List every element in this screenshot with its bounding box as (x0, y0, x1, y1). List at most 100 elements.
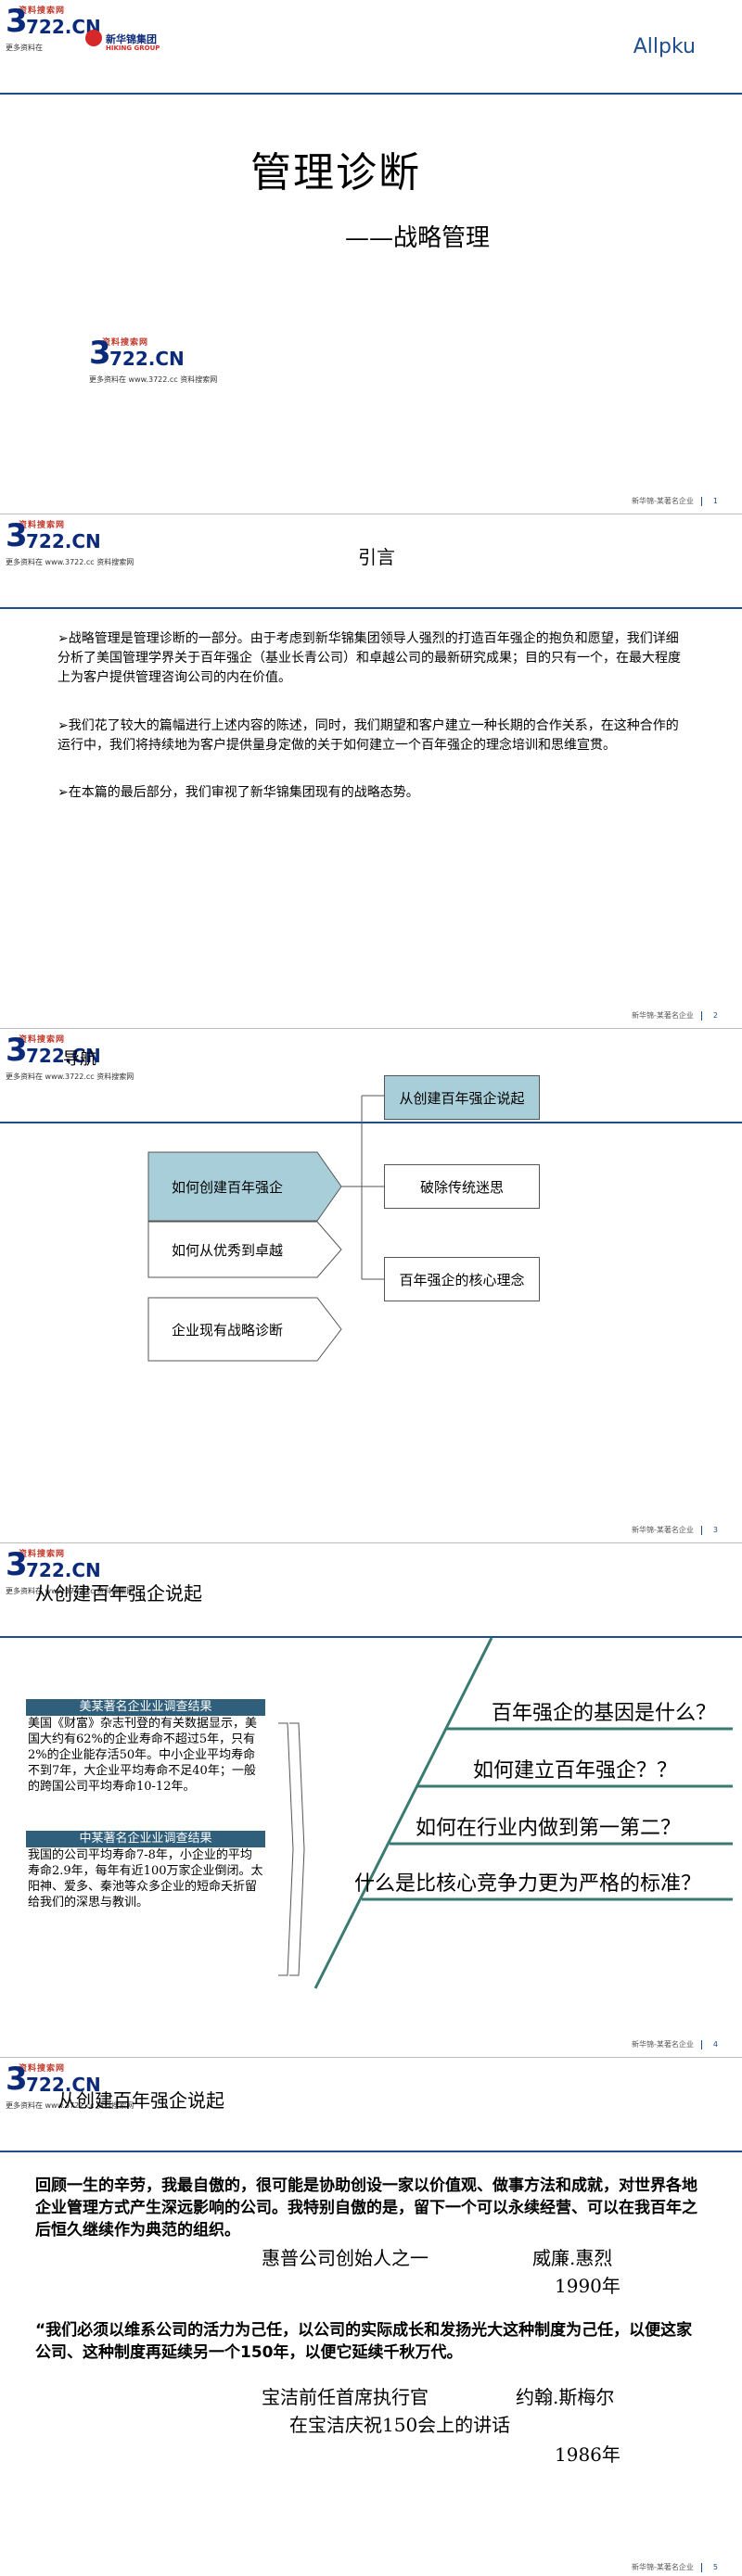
slide-subtitle: ——战略管理 (345, 224, 491, 252)
hiking-group-logo: 新华锦集团 HIKING GROUP (85, 30, 160, 57)
page-number: 5 (712, 2563, 718, 2571)
nav-left-label: 如何从优秀到卓越 (171, 1241, 283, 1259)
logo-digit: 3 (6, 517, 28, 554)
question-diagram (278, 1637, 733, 1989)
signature-year: 1986年 (555, 2443, 620, 2466)
footer-separator (700, 1010, 702, 1021)
slide-footer: 新华锦-某著名企业 5 (632, 2562, 718, 2572)
question-item: 如何建立百年强企？？ (473, 1759, 678, 1783)
nav-arrow-shape (147, 1151, 342, 1222)
nav-right-label: 破除传统迷思 (419, 1178, 504, 1196)
page-number: 3 (712, 1526, 718, 1534)
header-divider (0, 1636, 742, 1638)
survey-cn-text: 我国的公司平均寿命7-8年，小企业的平均寿命2.9年，每年有近100万家企业倒闭… (28, 1848, 263, 1910)
nav-right-item[interactable]: 从创建百年强企说起 (384, 1075, 540, 1120)
signature-name: 约翰.斯梅尔 (516, 2386, 615, 2408)
logo-sub: 更多资料在 www.3722.cc 资料搜索网 (6, 558, 134, 566)
quote-hp: 回顾一生的辛劳，我最自傲的，很可能是协助创设一家以价值观、做事方法和成就，对世界… (35, 2176, 697, 2240)
header-divider (0, 1122, 742, 1123)
slide-footer: 新华锦-某著名企业 1 (632, 496, 718, 506)
logo-sub: 更多资料在 www.3722.cc 资料搜索网 (89, 375, 218, 384)
logo-digit: 3 (6, 2061, 28, 2098)
signature-role: 惠普公司创始人之一 (262, 2247, 429, 2269)
footer-separator (700, 1525, 702, 1535)
bracket-arrow (289, 1722, 305, 1976)
signature-year: 1990年 (555, 2275, 620, 2297)
logo-tag: 资料搜索网 (102, 338, 149, 348)
logo-digit: 3 (6, 1546, 28, 1583)
signature-role: 宝洁前任首席执行官 (262, 2386, 429, 2408)
nav-left-item[interactable]: 如何从优秀到卓越 (148, 1225, 306, 1275)
slide-title: 管理诊断 (250, 149, 421, 197)
question-item: 如何在行业内做到第一第二？ (416, 1817, 682, 1840)
logo-tag: 资料搜索网 (19, 6, 66, 16)
slide-1: 资料搜索网 3 722.CN 更多资料在 新华锦集团 HIKING GROUP … (0, 0, 742, 514)
slide-title: 引言 (358, 546, 395, 568)
nav-left-label: 企业现有战略诊断 (171, 1321, 283, 1339)
logo-tag: 资料搜索网 (19, 521, 66, 530)
footer-text: 新华锦-某著名企业 (632, 2040, 694, 2049)
page-number: 2 (712, 1011, 718, 1020)
logo-tag: 资料搜索网 (19, 1550, 66, 1559)
paragraph: ➢我们花了较大的篇幅进行上述内容的陈述，同时，我们期望和客户建立一种长期的合作关… (58, 718, 679, 753)
diagonal-divider (313, 1637, 493, 1989)
logo-digit: 3 (89, 335, 111, 372)
slide-4: 资料搜索网 3 722.CN 更多资料在 www.3722.cc 资料搜索网 从… (0, 1543, 742, 2058)
slide-title: 从创建百年强企说起 (58, 2089, 224, 2112)
paragraph: ➢在本篇的最后部分，我们审视了新华锦集团现有的战略态势。 (58, 785, 419, 800)
page-number: 1 (712, 497, 718, 505)
logo-tag: 资料搜索网 (19, 2064, 66, 2074)
footer-separator (700, 2039, 702, 2049)
slide-footer: 新华锦-某著名企业 3 (632, 1525, 718, 1535)
nav-left-item[interactable]: 企业现有战略诊断 (148, 1298, 306, 1361)
center-logo-3722: 资料搜索网 3 722.CN 更多资料在 www.3722.cc 资料搜索网 (89, 336, 237, 387)
slide-3: 资料搜索网 3 722.CN 更多资料在 www.3722.cc 资料搜索网 导… (0, 1029, 742, 1543)
logo-3722: 资料搜索网 3 722.CN 更多资料在 www.3722.cc 资料搜索网 (6, 1547, 154, 1599)
allpku-logo: Allpku (633, 35, 696, 58)
logo-sub: 更多资料在 (6, 44, 43, 52)
footer-text: 新华锦-某著名企业 (632, 1011, 694, 1020)
logo-sub: 更多资料在 www.3722.cc 资料搜索网 (6, 2101, 134, 2110)
hiking-name-cn: 新华锦集团 (106, 33, 157, 45)
slide-footer: 新华锦-某著名企业 4 (632, 2039, 718, 2049)
nav-right-item[interactable]: 破除传统迷思 (384, 1164, 540, 1209)
slide-5: 资料搜索网 3 722.CN 更多资料在 www.3722.cc 资料搜索网 从… (0, 2058, 742, 2576)
footer-separator (700, 2562, 702, 2572)
nav-right-label: 百年强企的核心理念 (399, 1271, 525, 1288)
footer-text: 新华锦-某著名企业 (632, 1526, 694, 1534)
footer-text: 新华锦-某著名企业 (632, 497, 694, 505)
nav-arrow-shape (147, 1221, 342, 1278)
page-number: 4 (712, 2040, 718, 2049)
logo-3722: 资料搜索网 3 722.CN 更多资料在 www.3722.cc 资料搜索网 (6, 518, 154, 570)
nav-left-item[interactable]: 如何创建百年强企 (148, 1152, 306, 1221)
logo-tag: 资料搜索网 (19, 1035, 66, 1045)
signature-event: 在宝洁庆祝150会上的讲话 (289, 2414, 511, 2436)
slide-2: 资料搜索网 3 722.CN 更多资料在 www.3722.cc 资料搜索网 引… (0, 514, 742, 1029)
logo-3722: 资料搜索网 3 722.CN 更多资料在 www.3722.cc 资料搜索网 (6, 1033, 154, 1085)
nav-left-label: 如何创建百年强企 (171, 1178, 283, 1196)
logo-main: 722.CN (109, 348, 185, 370)
signature-name: 威廉.惠烈 (532, 2247, 613, 2269)
nav-arrow-shape (147, 1297, 342, 1362)
logo-digit: 3 (6, 1032, 28, 1069)
nav-right-item[interactable]: 百年强企的核心理念 (384, 1257, 540, 1301)
footer-separator (700, 496, 702, 506)
survey-cn-title: 中某著名企业业调查结果 (26, 1831, 265, 1847)
slide-title: 导航 (63, 1049, 96, 1069)
logo-sub: 更多资料在 www.3722.cc 资料搜索网 (6, 1587, 134, 1595)
header-divider (0, 2151, 742, 2152)
paragraph: ➢战略管理是管理诊断的一部分。由于考虑到新华锦集团领导人强烈的打造百年强企的抱负… (58, 631, 681, 685)
nav-right-label: 从创建百年强企说起 (399, 1089, 525, 1107)
logo-sub: 更多资料在 www.3722.cc 资料搜索网 (6, 1072, 134, 1081)
logo-main: 722.CN (26, 1045, 101, 1067)
hiking-logo-icon (85, 30, 102, 46)
header-divider (0, 607, 742, 609)
logo-digit: 3 (6, 3, 28, 40)
footer-text: 新华锦-某著名企业 (632, 2563, 694, 2571)
bracket-arrow (278, 1722, 294, 1976)
hiking-name-en: HIKING GROUP (106, 44, 160, 52)
logo-main: 722.CN (26, 2074, 101, 2096)
slide-title: 从创建百年强企说起 (35, 1582, 202, 1605)
logo-3722: 资料搜索网 3 722.CN 更多资料在 www.3722.cc 资料搜索网 (6, 2062, 154, 2113)
question-item: 什么是比核心竞争力更为严格的标准？ (354, 1872, 702, 1896)
